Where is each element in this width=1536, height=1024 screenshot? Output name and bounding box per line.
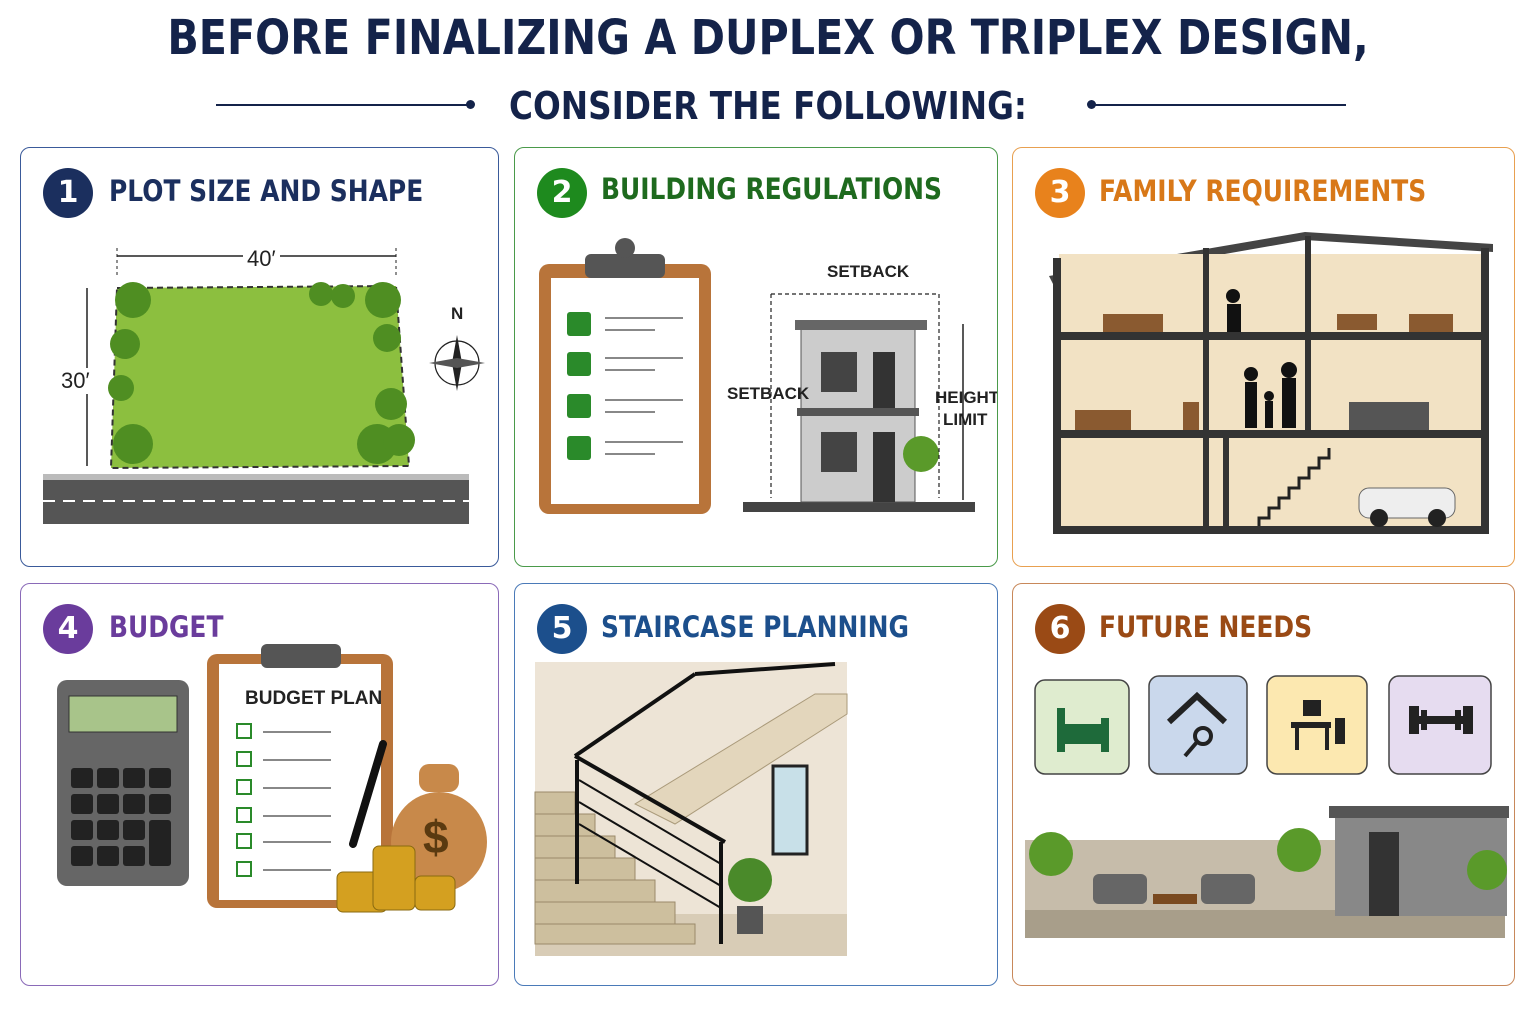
card-number-badge: 6 [1035, 604, 1085, 654]
roof [1049, 232, 1493, 284]
clipboard-icon [539, 238, 711, 514]
regulations-illustration [539, 238, 975, 514]
card-future-needs: 6 FUTURE NEEDS [1012, 583, 1515, 986]
trees [108, 282, 415, 464]
car [1358, 487, 1456, 527]
card-title: FUTURE NEEDS [1099, 610, 1313, 644]
title-divider-right [1094, 104, 1346, 106]
coin-stacks [336, 845, 456, 913]
title-divider-dot-left [466, 100, 475, 109]
pen-icon [349, 740, 387, 848]
card-number-badge: 5 [537, 604, 587, 654]
plot-land [109, 284, 411, 470]
budget-checklist [236, 723, 252, 877]
card-title: STAIRCASE PLANNING [601, 610, 909, 644]
card-budget: 4 BUDGET [20, 583, 499, 986]
family-silhouettes [1226, 289, 1297, 428]
staircase [1257, 448, 1331, 526]
north-label: N [451, 304, 464, 323]
sidewalk [43, 474, 469, 480]
outdoor-patio-illustration [1025, 806, 1509, 938]
bed-icon [1034, 679, 1130, 775]
budget-clipboard [207, 644, 393, 908]
card-family-requirements: 3 FAMILY REQUIREMENTS [1012, 147, 1515, 567]
staircase-illustration [534, 662, 848, 956]
height-limit-label-1: HEIGHT [935, 388, 998, 407]
potted-plant [728, 858, 772, 934]
card-title: BUDGET [109, 610, 224, 644]
height-limit-label-2: LIMIT [943, 410, 988, 429]
future-needs-icons [1025, 675, 1509, 938]
budget-plan-label: BUDGET PLAN [245, 688, 383, 709]
card-title: PLOT SIZE AND SHAPE [109, 174, 424, 208]
page-subtitle: CONSIDER THE FOLLOWING: [509, 84, 1027, 128]
card-title: FAMILY REQUIREMENTS [1099, 174, 1427, 208]
title-divider-dot-right [1087, 100, 1096, 109]
home-key-icon [1148, 675, 1248, 775]
setback-top-label: SETBACK [827, 262, 910, 281]
page-title: BEFORE FINALIZING A DUPLEX OR TRIPLEX DE… [167, 10, 1369, 66]
budget-illustration [57, 644, 487, 913]
furniture [1075, 314, 1453, 430]
setback-side-label: SETBACK [727, 384, 810, 403]
office-desk-icon [1266, 675, 1368, 775]
dumbbell-icon [1388, 675, 1492, 775]
calculator-icon [57, 680, 189, 886]
house-section-illustration [1049, 232, 1493, 534]
plot-depth-label: 30′ [61, 368, 90, 394]
card-number-badge: 3 [1035, 168, 1085, 218]
card-number-badge: 2 [537, 168, 587, 218]
title-divider-left [216, 104, 470, 106]
window [771, 764, 809, 856]
card-building-regulations: 2 BUILDING REGULATIONS [514, 147, 998, 567]
checklist [567, 312, 591, 460]
dollar-sign-label: $ [423, 811, 449, 863]
plot-illustration [43, 248, 485, 524]
card-number-badge: 4 [43, 604, 93, 654]
stair-steps [534, 791, 696, 945]
house-elevation [743, 320, 975, 512]
upper-stairs [633, 693, 848, 825]
plot-width-label: 40′ [243, 246, 280, 272]
card-staircase-planning: 5 STAIRCASE PLANNING [514, 583, 998, 986]
card-number-badge: 1 [43, 168, 93, 218]
railing [573, 662, 836, 944]
card-title: BUILDING REGULATIONS [601, 172, 942, 206]
card-plot-size: 1 PLOT SIZE AND SHAPE 40′ 30′ N [20, 147, 499, 567]
north-compass [429, 335, 485, 391]
